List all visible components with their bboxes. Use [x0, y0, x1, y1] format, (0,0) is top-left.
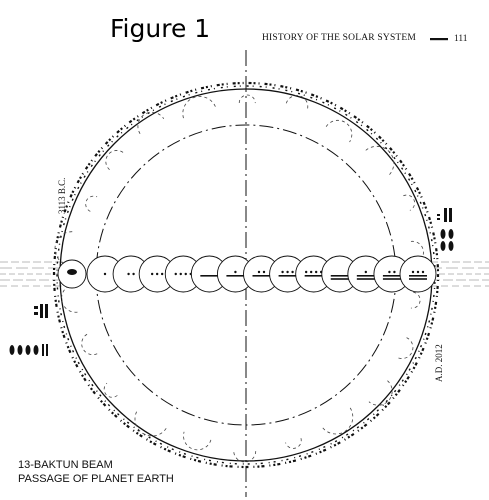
swirl-mark	[285, 438, 302, 449]
swirl-mark	[81, 333, 98, 356]
swirl-mark	[410, 291, 421, 309]
numeral-bar	[304, 275, 323, 277]
numeral-dot	[421, 270, 425, 274]
numeral-dot	[416, 270, 420, 274]
swirl-mark	[61, 283, 78, 313]
baktun-circle	[347, 255, 385, 293]
numeral-bar	[278, 275, 297, 277]
numeral-bar	[330, 275, 349, 277]
numeral-dot	[174, 272, 177, 276]
swirl-mark	[321, 407, 354, 435]
numeral-dot	[411, 270, 415, 274]
swirl-mark	[233, 450, 257, 463]
swirl-mark	[403, 194, 416, 211]
swirl-mark	[397, 337, 414, 359]
numeral-dot	[150, 272, 154, 276]
numeral-bar	[330, 278, 349, 280]
numeral-dot	[184, 272, 187, 276]
swirl-mark	[325, 119, 353, 143]
swirl-mark	[137, 111, 165, 134]
outer-corona	[52, 81, 440, 469]
swirl-mark	[105, 150, 125, 170]
caption-subtitle: PASSAGE OF PLANET EARTH	[18, 473, 174, 485]
numeral-dot	[393, 270, 396, 274]
numeral-bar	[356, 275, 375, 277]
swirl-mark	[134, 409, 167, 437]
left-glyphs	[9, 304, 48, 356]
numeral-dot	[364, 270, 368, 274]
swirl-mark	[85, 195, 98, 212]
swirl-mark	[368, 380, 393, 406]
numeral-dot	[103, 272, 107, 276]
numeral-bar	[382, 275, 401, 277]
numeral-dot	[132, 272, 135, 276]
numeral-dot	[179, 272, 182, 276]
numeral-bar	[252, 275, 271, 277]
swirl-mark	[365, 145, 395, 177]
numeral-dot	[257, 270, 261, 274]
numeral-dot	[286, 270, 289, 274]
numeral-dot	[234, 270, 237, 274]
numeral-dot	[314, 270, 318, 274]
figure-label: Figure 1	[110, 14, 211, 43]
baktun-circle	[399, 255, 437, 293]
numeral-bar	[382, 278, 401, 280]
numeral-bar	[226, 275, 245, 277]
page-number: 111	[454, 34, 468, 44]
numeral-bar	[200, 275, 219, 277]
numeral-dot	[309, 270, 313, 274]
swirl-mark	[238, 94, 256, 104]
swirl-mark	[103, 382, 118, 398]
numeral-dot	[155, 272, 159, 276]
numeral-dot	[127, 272, 130, 276]
numeral-dot	[388, 270, 391, 274]
running-head: HISTORY OF THE SOLAR SYSTEM	[262, 33, 417, 43]
numeral-dot	[291, 270, 294, 274]
swirl-mark	[182, 96, 217, 119]
numeral-bar	[409, 278, 427, 280]
swirl-mark	[285, 95, 309, 110]
beam-rays	[0, 261, 489, 287]
running-head-dash	[430, 38, 448, 41]
baktun-beam	[57, 255, 437, 293]
numeral-bar	[409, 275, 427, 277]
numeral-dot	[281, 270, 284, 274]
swirl-mark	[183, 431, 212, 451]
origin-glyph	[67, 269, 77, 275]
right-glyphs	[437, 208, 454, 251]
baktun-circle	[216, 255, 254, 293]
numeral-dot	[160, 272, 164, 276]
numeral-dot	[262, 270, 266, 274]
caption-title: 13-BAKTUN BEAM	[18, 459, 113, 471]
numeral-bar	[356, 278, 375, 280]
numeral-dot	[304, 270, 308, 274]
